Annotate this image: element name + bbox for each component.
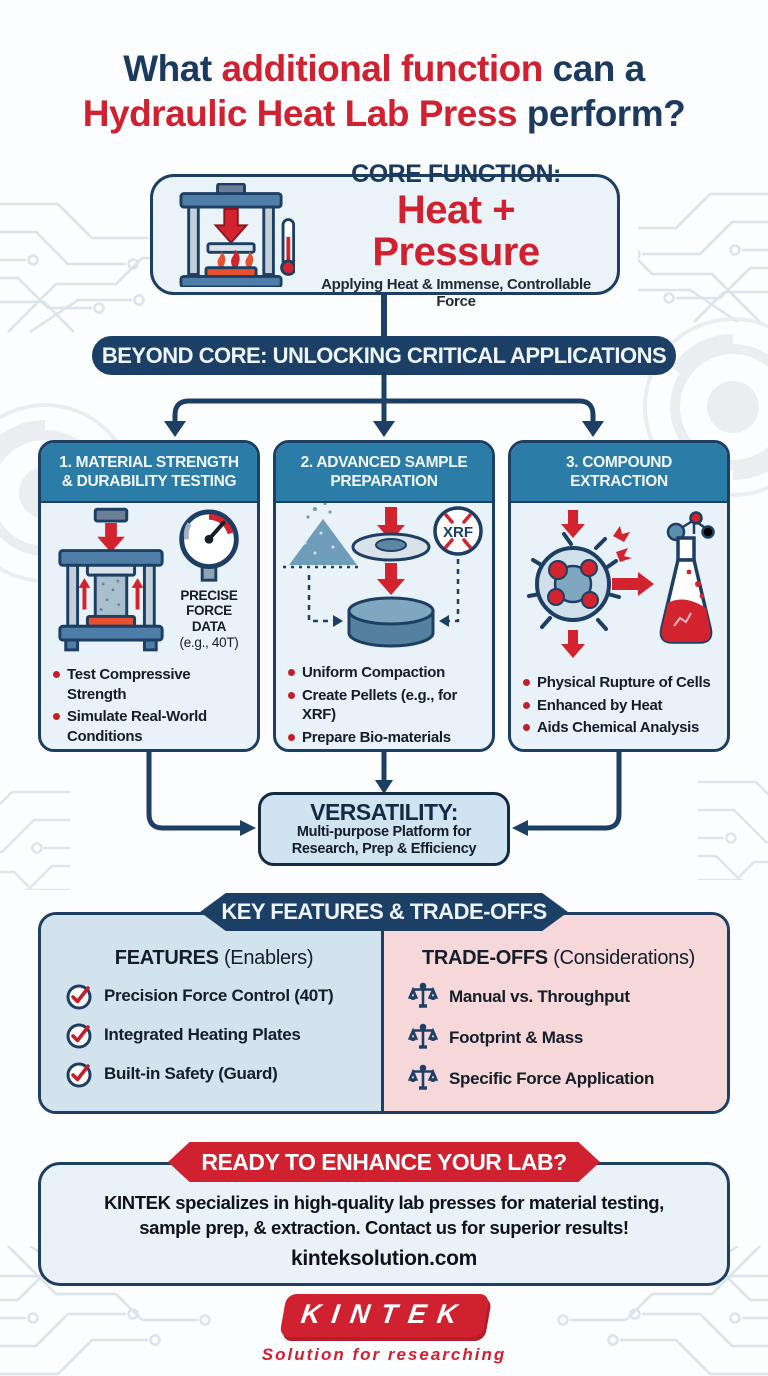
list-item: Physical Rupture of Cells — [523, 673, 717, 693]
key-features-banner: KEY FEATURES & TRADE-OFFS — [200, 893, 568, 931]
cell-rupture-icon — [527, 532, 621, 631]
column-3-illustration — [511, 503, 727, 671]
flask-icon — [659, 536, 713, 644]
brand-footer: KINTEK Solution for researching — [0, 1294, 768, 1365]
versatility-line1: Multi-purpose Platform for — [296, 823, 472, 840]
core-function-text: CORE FUNCTION: Heat + Pressure Applying … — [309, 160, 603, 310]
powder-pile-icon — [283, 503, 363, 569]
balance-scale-icon — [408, 982, 438, 1008]
column-3-header: 3. COMPOUND EXTRACTION — [511, 443, 727, 503]
molecule-icon — [666, 511, 715, 542]
check-circle-icon — [66, 1023, 92, 1049]
tradeoffs-header: TRADE-OFFS (Considerations) — [421, 947, 696, 969]
list-item: Uniform Compaction — [288, 663, 482, 683]
feature-row: Precision Force Control (40T) — [65, 982, 363, 1010]
connector-core-to-banner — [381, 295, 387, 337]
kintek-logo-text: KINTEK — [298, 1299, 470, 1329]
cta-line1: KINTEK specializes in high-quality lab p… — [104, 1192, 664, 1214]
tradeoff-row: Specific Force Application — [408, 1064, 709, 1094]
xrf-badge-icon: XRF — [433, 506, 483, 556]
column-2-bullets: Uniform Compaction Create Pellets (e.g.,… — [276, 661, 492, 749]
column-1-illustration: PRECISE FORCE DATA (e.g., 40T) — [41, 503, 257, 663]
column-2-illustration: XRF — [276, 503, 492, 661]
column-1-bullets: Test Compressive Strength Simulate Real-… — [41, 663, 257, 749]
page-title: What additional function can a Hydraulic… — [0, 46, 768, 136]
connector-columns-to-versatility — [146, 752, 622, 836]
bullet-dot — [53, 713, 60, 720]
list-item: Test Compressive Strength — [53, 665, 247, 704]
cta-url: kinteksolution.com — [291, 1247, 477, 1270]
cta-line2: sample prep, & extraction. Contact us fo… — [139, 1217, 629, 1239]
connector-branches — [164, 375, 604, 437]
kintek-logo: KINTEK — [278, 1294, 490, 1337]
heated-press-icon — [179, 182, 295, 287]
check-circle-icon — [66, 1062, 92, 1088]
page-title-line1: What additional function can a — [123, 48, 645, 89]
tradeoff-row: Manual vs. Throughput — [408, 982, 709, 1012]
list-item: Simulate Real-World Conditions — [53, 707, 247, 746]
feature-row: Built-in Safety (Guard) — [65, 1060, 363, 1088]
tradeoff-row: Footprint & Mass — [408, 1023, 709, 1053]
brand-tagline: Solution for researching — [261, 1345, 507, 1364]
force-gauge-icon — [179, 509, 239, 582]
bullet-dot — [288, 669, 295, 676]
features-header: FEATURES (Enablers) — [114, 947, 314, 969]
list-item: Create Pellets (e.g., for XRF) — [288, 686, 482, 725]
bullet-dot — [523, 724, 530, 731]
bullet-dot — [288, 691, 295, 699]
core-function-card: CORE FUNCTION: Heat + Pressure Applying … — [150, 160, 620, 310]
tradeoffs-column: TRADE-OFFS (Considerations) Manual vs. T… — [384, 915, 727, 1111]
pellet-icon — [347, 596, 435, 648]
list-item: Aids Chemical Analysis — [523, 718, 717, 738]
core-function-label: CORE FUNCTION: — [351, 159, 561, 188]
press-up-arrow-icon — [561, 630, 585, 658]
force-data-caption: PRECISE FORCE DATA (e.g., 40T) — [179, 587, 239, 650]
press-compression-icon — [58, 507, 164, 652]
column-compound-extraction: 3. COMPOUND EXTRACTION — [508, 440, 730, 752]
core-function-subtitle: Applying Heat & Immense, Controllable Fo… — [321, 275, 591, 310]
bullet-dot — [523, 701, 530, 709]
feature-row: Integrated Heating Plates — [65, 1021, 363, 1049]
press-down-arrow-icon — [561, 510, 585, 538]
core-function-headline: Heat + Pressure — [372, 187, 540, 274]
balance-scale-icon — [408, 1023, 438, 1049]
page-title-line2: Hydraulic Heat Lab Press perform? — [82, 93, 686, 135]
versatility-line2: Research, Prep & Efficiency — [291, 841, 477, 858]
bullet-dot — [53, 671, 60, 678]
versatility-card: VERSATILITY: Multi-purpose Platform for … — [258, 792, 510, 866]
svg-text:XRF: XRF — [443, 524, 473, 541]
burst-arrows-icon — [613, 526, 632, 562]
bullet-dot — [288, 733, 295, 741]
dashed-connector — [307, 559, 460, 623]
beyond-core-banner: BEYOND CORE: UNLOCKING CRITICAL APPLICAT… — [92, 336, 676, 375]
versatility-title: VERSATILITY: — [310, 798, 458, 825]
circuit-decoration-top-right — [638, 192, 768, 324]
press-arrow-icon — [377, 563, 405, 595]
features-tradeoffs-table: FEATURES (Enablers) Precision Force Cont… — [38, 912, 730, 1114]
balance-scale-icon — [408, 1064, 438, 1090]
bullet-dot — [523, 679, 530, 686]
column-1-header: 1. MATERIAL STRENGTH & DURABILITY TESTIN… — [41, 443, 257, 503]
cta-banner: READY TO ENHANCE YOUR LAB? — [168, 1142, 600, 1182]
check-circle-icon — [66, 984, 92, 1010]
column-3-bullets: Physical Rupture of Cells Enhanced by He… — [511, 671, 727, 741]
press-die-icon — [351, 507, 431, 562]
column-sample-preparation: 2. ADVANCED SAMPLE PREPARATION — [273, 440, 495, 752]
list-item: Prepare Bio-materials — [288, 728, 482, 748]
column-material-testing: 1. MATERIAL STRENGTH & DURABILITY TESTIN… — [38, 440, 260, 752]
arrow-right-icon — [612, 572, 654, 596]
features-column: FEATURES (Enablers) Precision Force Cont… — [41, 915, 384, 1111]
list-item: Enhanced by Heat — [523, 696, 717, 716]
column-2-header: 2. ADVANCED SAMPLE PREPARATION — [276, 443, 492, 503]
